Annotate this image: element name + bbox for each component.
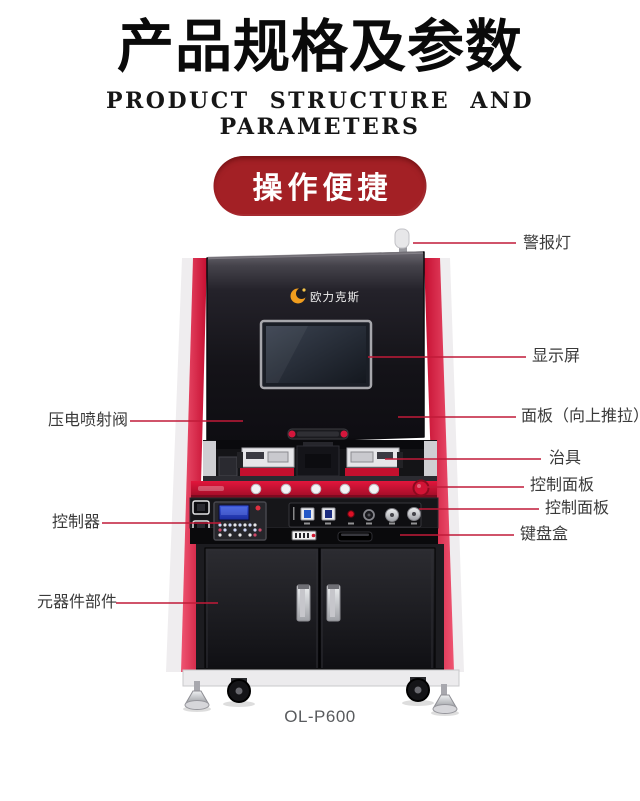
jig-right: [345, 447, 403, 476]
base: [182, 668, 460, 687]
callout-label-components: 元器件部件: [36, 594, 117, 611]
cabinet: [196, 544, 444, 674]
io-panel: [288, 502, 422, 528]
callout-label-panel: 面板（向上推拉）: [521, 408, 640, 425]
callout-label-control-panel-1: 控制面板: [530, 477, 595, 494]
caster-left: [227, 678, 251, 703]
brand-logo-text: 欧力克斯: [310, 291, 360, 304]
model-number: OL-P600: [284, 707, 356, 726]
door-handle-left: [296, 584, 311, 622]
center-fixture: [296, 442, 340, 477]
hood-panel: 欧力克斯: [206, 251, 425, 445]
alarm-light: [394, 228, 410, 253]
callout-label-controller: 控制器: [51, 514, 100, 531]
emergency-stop-button: [412, 479, 430, 497]
callout-label-display: 显示屏: [532, 348, 581, 365]
callout-lines: [102, 242, 541, 604]
leveling-foot-left: [184, 681, 210, 710]
caster-right: [406, 677, 430, 702]
button-strip: [191, 479, 437, 498]
callout-label-jig: 治具: [549, 450, 582, 467]
switch-box-top: [192, 500, 210, 515]
callout-label-keyboard-box: 键盘盒: [520, 526, 569, 543]
page-title: 产品规格及参数: [117, 15, 523, 79]
callout-label-alarm-light: 警报灯: [523, 235, 572, 252]
leveling-foot-right: [432, 684, 458, 714]
brand-logo: 欧力克斯: [290, 288, 360, 304]
controller: [213, 501, 267, 541]
strip-buttons: [250, 483, 380, 495]
callout-label-jet-valve: 压电喷射阀: [47, 412, 128, 429]
page-subtitle: PRODUCT STRUCTURE AND PARAMETERS: [105, 88, 535, 140]
work-area: [203, 440, 437, 482]
feature-badge: 操作便捷: [213, 156, 427, 216]
display-screen: [259, 319, 373, 390]
hood-handle: [287, 428, 349, 440]
callout-label-control-panel-2: 控制面板: [545, 500, 610, 517]
door-handle-right: [326, 584, 341, 622]
jig-left: [237, 447, 295, 476]
controller-keypad: [218, 523, 262, 537]
machine-frame: [166, 258, 464, 672]
